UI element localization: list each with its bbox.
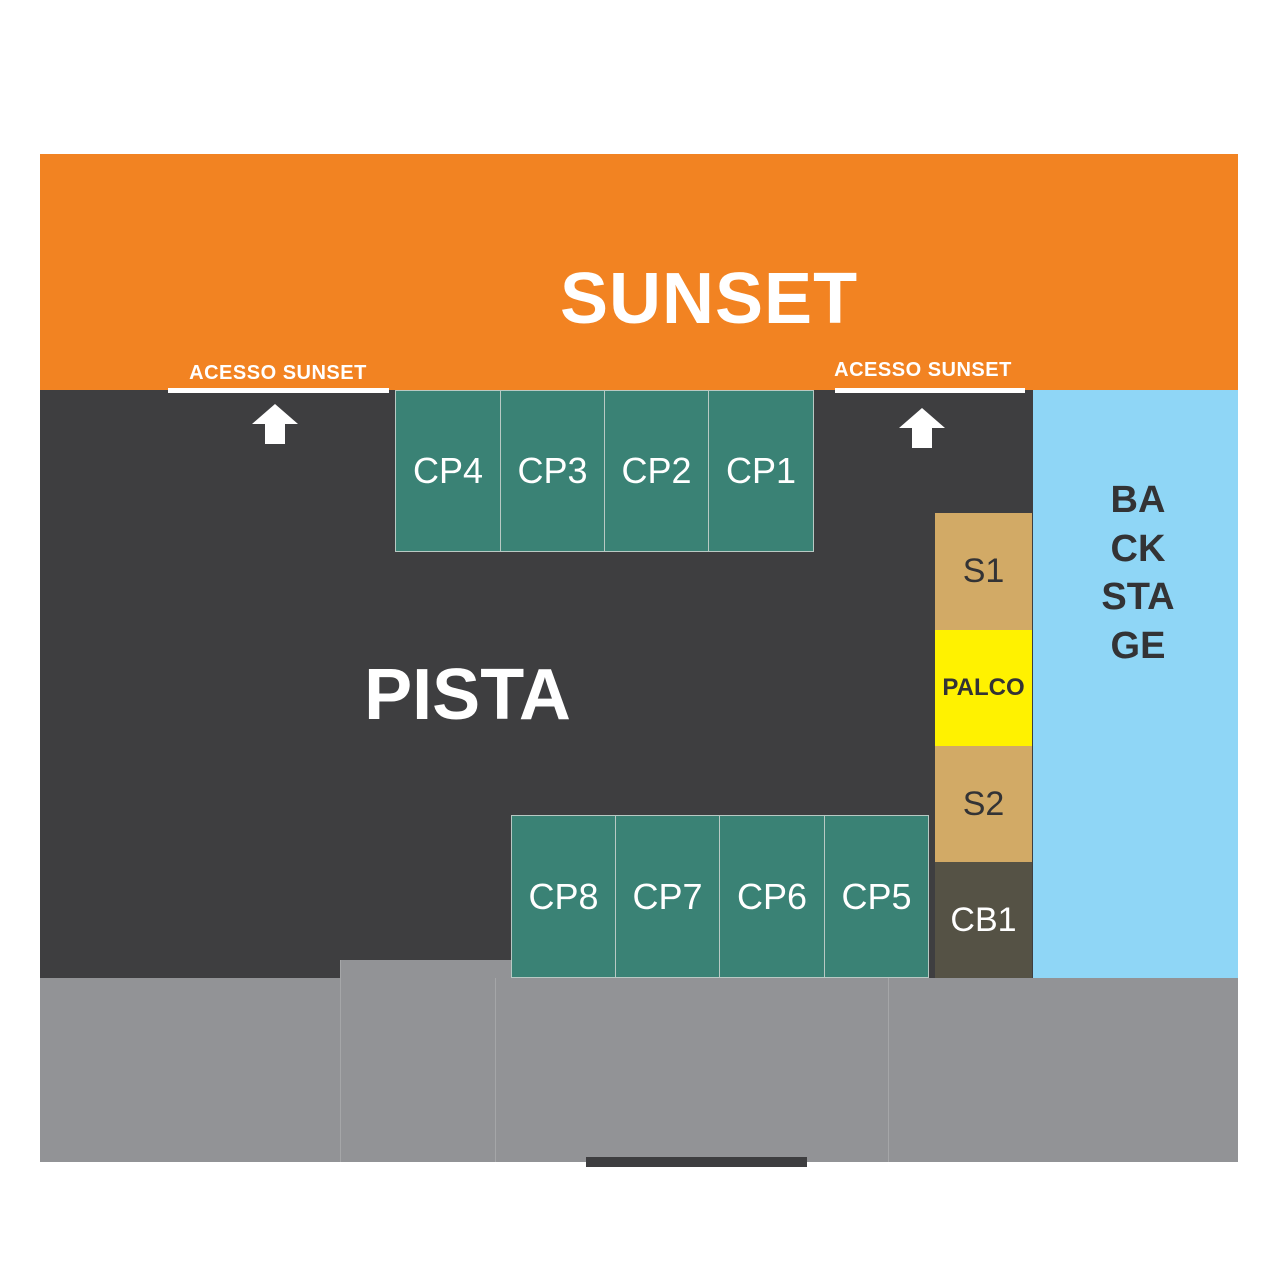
pista-label: PISTA <box>364 655 571 735</box>
camarote-cp1[interactable]: CP1 <box>708 390 814 552</box>
access-sunset-left-line <box>168 388 389 393</box>
outer-area-right <box>888 978 1238 1162</box>
sunset-label: SUNSET <box>560 259 859 339</box>
camarote-cp4[interactable]: CP4 <box>395 390 501 552</box>
backstage-area[interactable] <box>1033 390 1238 980</box>
entrance-bar <box>586 1157 807 1167</box>
camarote-cp5[interactable]: CP5 <box>824 815 929 978</box>
arrow-up-icon <box>252 404 298 444</box>
outer-area-left <box>40 978 341 1162</box>
arrow-up-icon <box>899 408 945 448</box>
camarote-cp3[interactable]: CP3 <box>500 390 605 552</box>
backstage-label: BACKSTAGE <box>1101 479 1175 667</box>
camarote-cp2[interactable]: CP2 <box>604 390 709 552</box>
outer-area-center-left <box>340 960 511 1162</box>
access-sunset-right-line <box>835 388 1025 393</box>
camarote-cb1[interactable]: CB1 <box>935 862 1032 978</box>
access-sunset-right-label: ACESSO SUNSET <box>834 358 1012 381</box>
stage-side-s2[interactable]: S2 <box>935 746 1032 862</box>
camarote-cp8[interactable]: CP8 <box>511 815 616 978</box>
palco-stage[interactable]: PALCO <box>935 630 1032 746</box>
stage-side-s1[interactable]: S1 <box>935 513 1032 630</box>
sunset-area[interactable] <box>40 154 1238 390</box>
camarote-cp7[interactable]: CP7 <box>615 815 720 978</box>
camarote-cp6[interactable]: CP6 <box>719 815 825 978</box>
outer-area-center <box>495 978 889 1162</box>
access-sunset-left-label: ACESSO SUNSET <box>189 361 367 384</box>
